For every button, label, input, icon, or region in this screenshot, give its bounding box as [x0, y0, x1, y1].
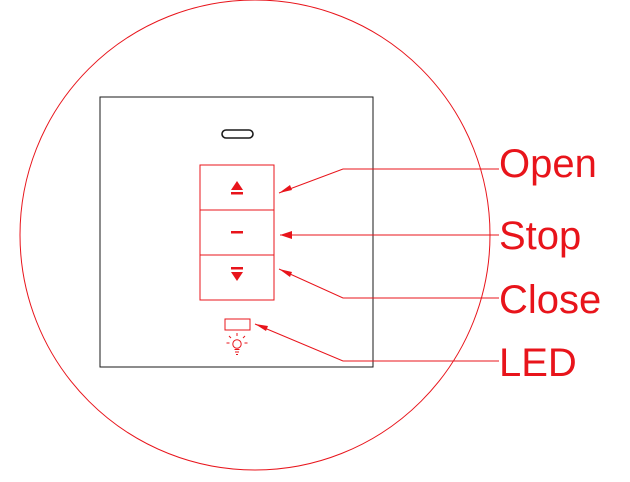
bulb-icon [226, 333, 248, 355]
close-leader-line [278, 268, 499, 299]
sensor-slot-icon [221, 129, 254, 139]
led-arrowhead [255, 324, 268, 331]
triangle-up-icon [231, 181, 243, 195]
open-arrowhead [279, 185, 292, 193]
dash-icon [231, 231, 243, 234]
led-label: LED [499, 341, 577, 385]
open-leader-line [278, 168, 499, 194]
stop-arrowhead [280, 231, 292, 239]
open-label: Open [499, 142, 597, 186]
led-leader-line [254, 323, 499, 362]
close-arrowhead [279, 269, 292, 277]
stop-label: Stop [499, 214, 582, 258]
led-indicator [224, 318, 251, 331]
triangle-down-icon [231, 267, 243, 281]
close-label: Close [499, 278, 602, 322]
stop-button[interactable] [199, 209, 275, 256]
